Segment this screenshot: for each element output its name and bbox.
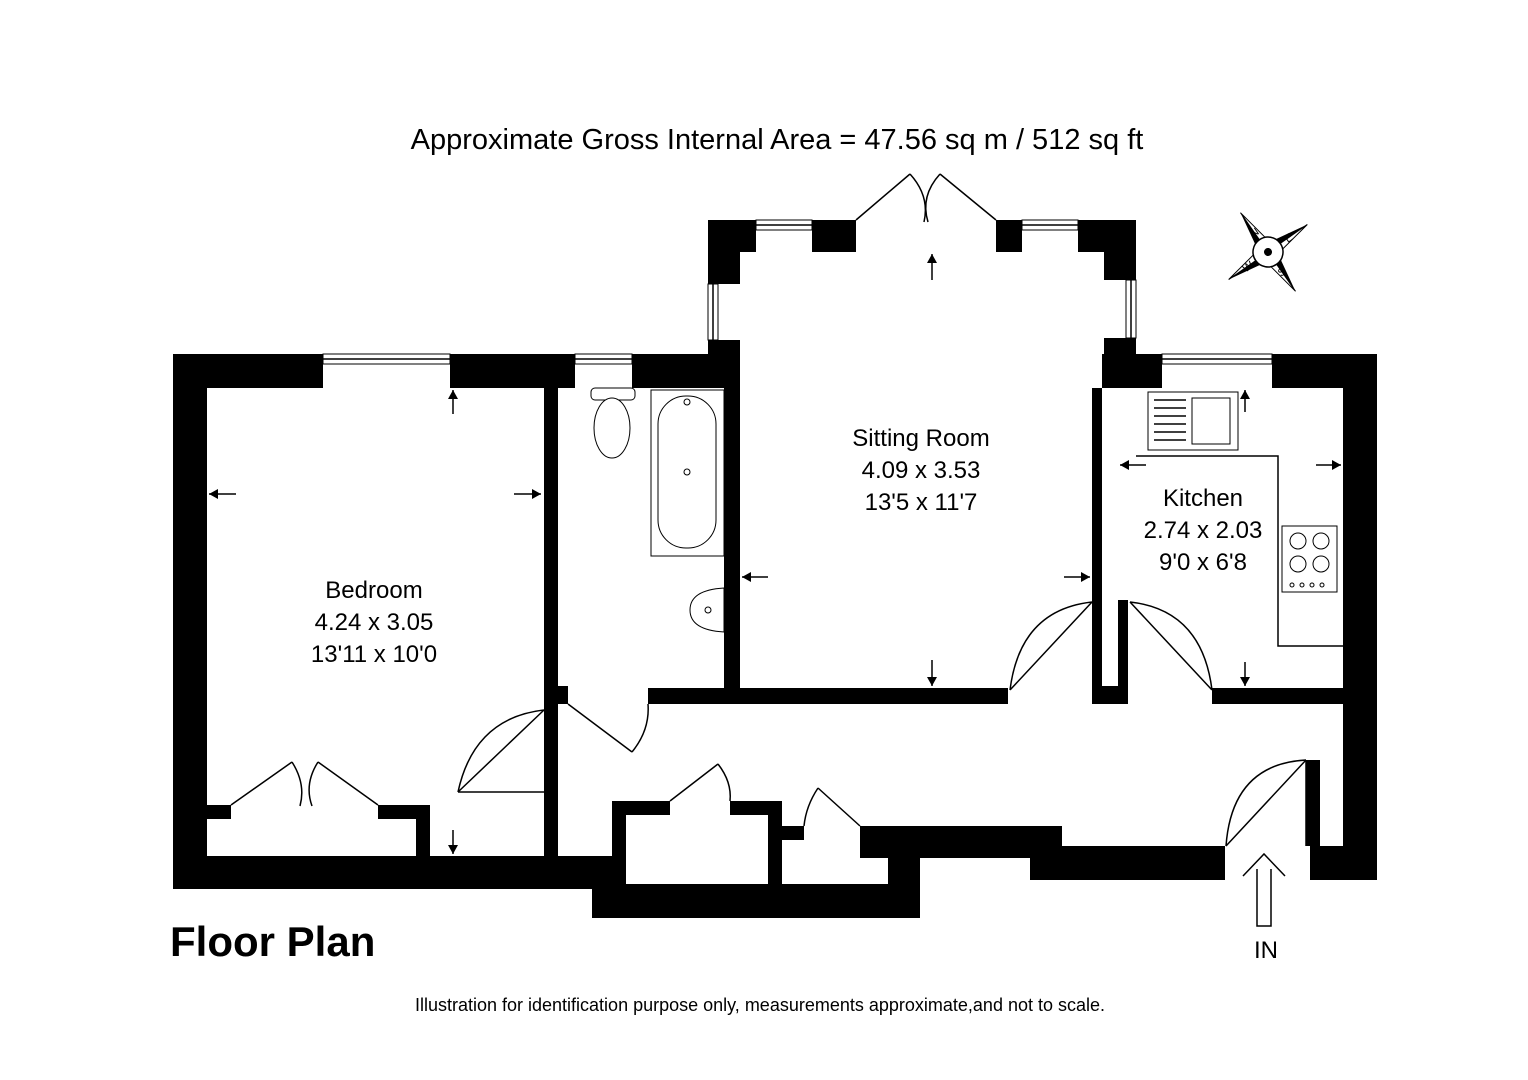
room-metric-size: 2.74 x 2.03: [1144, 517, 1263, 544]
room-imperial-size: 13'11 x 10'0: [311, 641, 437, 668]
interior-walls: [207, 388, 1343, 884]
floor-plan-title: Floor Plan: [170, 918, 375, 965]
toilet-bowl-icon: [593, 397, 631, 459]
windows: [322, 219, 1273, 365]
dimension-arrows: [209, 254, 1341, 854]
room-label-kitchen: Kitchen 2.74 x 2.03 9'0 x 6'8: [1144, 485, 1263, 576]
room-label-bedroom: Bedroom 4.24 x 3.05 13'11 x 10'0: [311, 577, 437, 668]
room-name: Bedroom: [325, 577, 422, 604]
room-imperial-size: 9'0 x 6'8: [1159, 549, 1247, 576]
room-name: Kitchen: [1163, 485, 1243, 512]
room-label-sitting-room: Sitting Room 4.09 x 3.53 13'5 x 11'7: [852, 425, 989, 516]
room-imperial-size: 13'5 x 11'7: [865, 489, 978, 516]
compass-rose-icon: N E S W: [1228, 212, 1308, 292]
entrance-arrow-icon: [1242, 852, 1286, 927]
hob-icon: [1281, 525, 1338, 593]
entrance-label: IN: [1254, 937, 1278, 964]
room-metric-size: 4.09 x 3.53: [862, 457, 981, 484]
kitchen-fixtures: [1136, 391, 1343, 647]
bathroom-fixtures: [590, 387, 725, 633]
room-name: Sitting Room: [852, 425, 989, 452]
exterior-walls: [173, 220, 1377, 918]
doors: [230, 173, 1307, 847]
gross-area-heading: Approximate Gross Internal Area = 47.56 …: [411, 124, 1144, 156]
room-metric-size: 4.24 x 3.05: [315, 609, 434, 636]
disclaimer-text: Illustration for identification purpose …: [415, 995, 1105, 1015]
